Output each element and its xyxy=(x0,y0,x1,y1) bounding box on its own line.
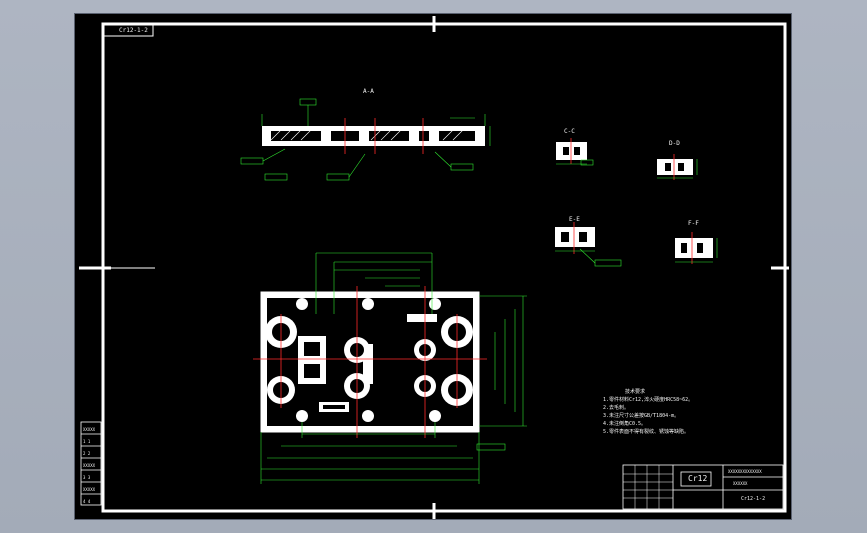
tech-req-line: 1.零件材料Cr12,淬火硬度HRC58~62。 xyxy=(603,397,694,403)
title-line-2: XXXXXX xyxy=(733,481,748,486)
section-cc-label: C-C xyxy=(564,128,575,135)
tech-req-line: 5.零件表面不得有裂纹、锈蚀等缺陷。 xyxy=(603,429,690,435)
drawing-border xyxy=(101,22,787,513)
tech-req-line: 3.未注尺寸公差按GB/T1804-m。 xyxy=(603,413,680,419)
material-label: Cr12 xyxy=(688,474,708,483)
left-table-cell: 3 3 xyxy=(83,475,91,480)
tech-req-line: 2.去毛刺。 xyxy=(603,405,630,411)
left-revision-table xyxy=(80,421,102,506)
section-dd-view xyxy=(657,154,698,180)
corner-tag-label: Cr12-1-2 xyxy=(119,27,148,34)
section-aa-view xyxy=(240,98,491,181)
left-table-cell: 4 4 xyxy=(83,499,91,504)
center-lines xyxy=(253,286,487,438)
title-block xyxy=(622,464,784,510)
dimension-lines xyxy=(260,252,527,484)
tech-req-title: 技术要求 xyxy=(625,389,646,395)
left-table-cell: 2 2 xyxy=(83,451,91,456)
section-ff-view xyxy=(675,232,718,264)
left-table-text: XXXXX 1 1 2 2 XXXXX 3 3 XXXXX 4 4 xyxy=(83,424,95,508)
section-ff-label: F-F xyxy=(688,220,699,227)
tech-req-line: 4.未注倒角C0.5。 xyxy=(603,421,647,427)
drawing-svg xyxy=(79,16,789,519)
left-table-cell: 1 1 xyxy=(83,439,91,444)
title-line-1: XXXXXXXXXXXXXX xyxy=(728,469,762,474)
section-ee-view xyxy=(555,222,622,267)
cad-drawing-canvas[interactable]: Cr12-1-2 A-A C-C D-D E-E F-F 技术要求 1.零件材料… xyxy=(74,13,792,520)
section-aa-label: A-A xyxy=(363,88,374,95)
tech-requirements: 技术要求 1.零件材料Cr12,淬火硬度HRC58~62。 2.去毛刺。 3.未… xyxy=(603,388,693,436)
section-dd-label: D-D xyxy=(669,140,680,147)
left-table-cell: XXXXX xyxy=(83,463,96,468)
section-cc-view xyxy=(556,138,594,166)
main-plan-view xyxy=(253,252,527,484)
left-table-cell: XXXXX xyxy=(83,487,96,492)
centering-marks xyxy=(79,16,789,519)
section-ee-label: E-E xyxy=(569,216,580,223)
drawing-number: Cr12-1-2 xyxy=(741,496,766,502)
left-table-cell: XXXXX xyxy=(83,427,96,432)
corner-tag-box xyxy=(102,23,154,37)
